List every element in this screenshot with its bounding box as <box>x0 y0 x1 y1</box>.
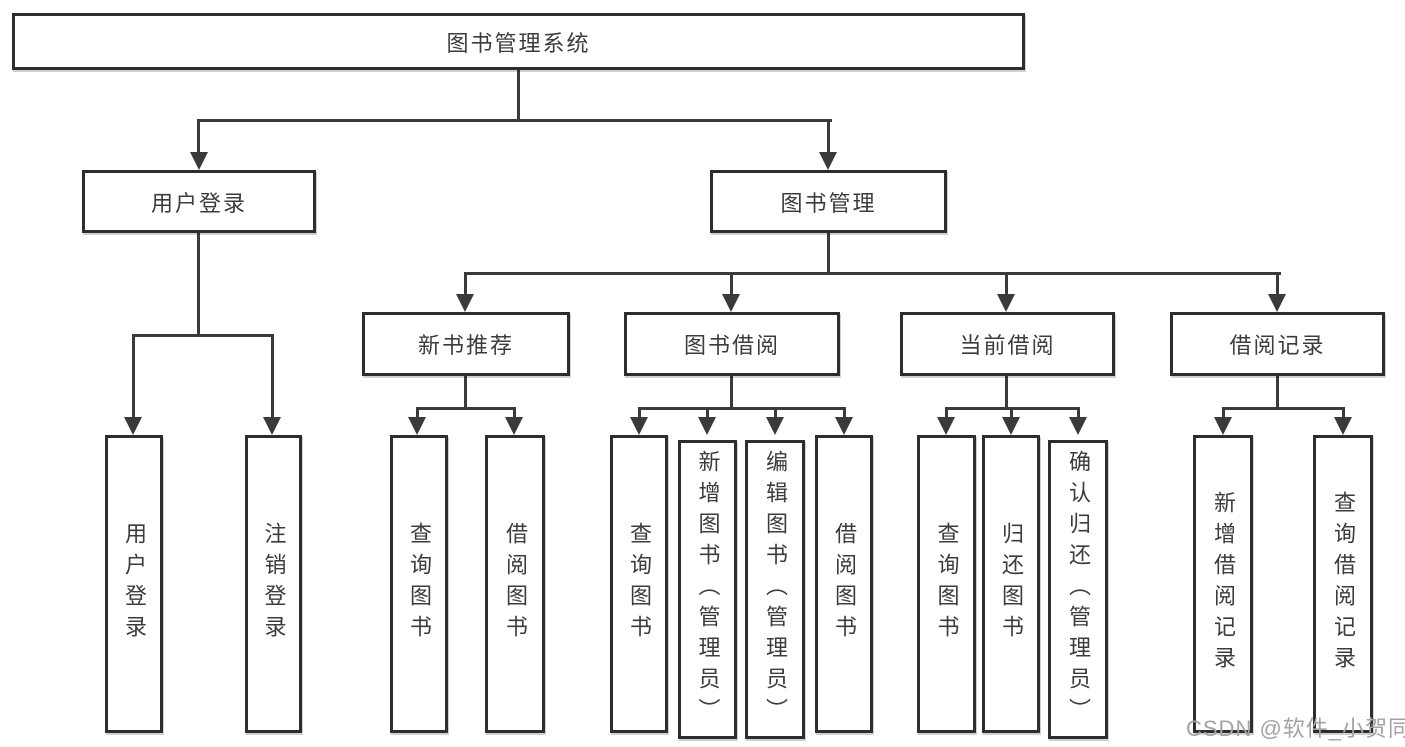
connector-line <box>1222 407 1225 419</box>
arrow-down-icon <box>835 417 853 435</box>
leaf-add-books-admin: 新增图书（管理员） <box>678 440 737 739</box>
connector-line <box>416 407 516 410</box>
connector-line <box>1276 272 1279 295</box>
arrow-down-icon <box>698 417 716 435</box>
leaf-logout: 注销登录 <box>245 435 302 733</box>
arrow-down-icon <box>937 417 955 435</box>
leaf-edit-books-admin: 编辑图书（管理员） <box>745 440 805 739</box>
leaf-query-books: 查询图书 <box>390 435 448 733</box>
connector-line <box>827 119 830 154</box>
leaf-return-books: 归还图书 <box>982 435 1040 733</box>
connector-line <box>197 119 832 122</box>
arrow-down-icon <box>456 294 474 312</box>
connector-line <box>197 119 200 154</box>
connector-line <box>843 407 846 419</box>
leaf-user-login: 用户登录 <box>105 435 163 733</box>
connector-line <box>197 233 200 336</box>
arrow-down-icon <box>1069 417 1087 435</box>
arrow-down-icon <box>190 152 208 170</box>
leaf-query-borrow-record: 查询借阅记录 <box>1313 435 1373 733</box>
connector-line <box>464 376 467 409</box>
arrow-down-icon <box>505 417 523 435</box>
connector-line <box>132 334 273 337</box>
connector-line <box>132 334 135 418</box>
connector-line <box>464 272 1281 275</box>
leaf-add-borrow-record: 新增借阅记录 <box>1193 435 1253 733</box>
connector-line <box>638 407 846 410</box>
connector-line <box>730 376 733 409</box>
connector-line <box>706 407 709 419</box>
arrow-down-icon <box>722 294 740 312</box>
arrow-down-icon <box>997 294 1015 312</box>
connector-line <box>517 70 520 120</box>
connector-line <box>1077 407 1080 419</box>
node-current-borrowing: 当前借阅 <box>900 312 1115 376</box>
leaf-borrow-books: 借阅图书 <box>485 435 545 733</box>
connector-line <box>774 407 777 419</box>
arrow-down-icon <box>408 417 426 435</box>
arrow-down-icon <box>630 417 648 435</box>
node-book-borrowing: 图书借阅 <box>624 312 840 376</box>
connector-line <box>1010 407 1013 419</box>
connector-line <box>464 272 467 295</box>
arrow-down-icon <box>1268 294 1286 312</box>
connector-line <box>730 272 733 295</box>
node-new-book-recommend: 新书推荐 <box>362 312 570 376</box>
connector-line <box>1342 407 1345 419</box>
leaf-confirm-return-admin: 确认归还（管理员） <box>1048 440 1108 739</box>
connector-line <box>1222 407 1345 410</box>
connector-line <box>271 334 274 418</box>
node-borrow-records: 借阅记录 <box>1170 312 1385 376</box>
connector-line <box>1276 376 1279 409</box>
node-library-management-system: 图书管理系统 <box>12 13 1025 70</box>
arrow-down-icon <box>819 152 837 170</box>
arrow-down-icon <box>766 417 784 435</box>
csdn-watermark: CSDN @软件_小贺同学 <box>1186 716 1405 741</box>
connector-line <box>513 407 516 419</box>
connector-line <box>827 233 830 274</box>
arrow-down-icon <box>1002 417 1020 435</box>
arrow-down-icon <box>1214 417 1232 435</box>
arrow-down-icon <box>1334 417 1352 435</box>
connector-line <box>638 407 641 419</box>
connector-line <box>945 407 948 419</box>
leaf-query-books: 查询图书 <box>610 435 668 733</box>
node-book-management: 图书管理 <box>710 170 947 233</box>
arrow-down-icon <box>263 417 281 435</box>
connector-line <box>416 407 419 419</box>
node-user-login: 用户登录 <box>82 170 316 233</box>
leaf-borrow-books: 借阅图书 <box>815 435 873 733</box>
connector-line <box>1005 272 1008 295</box>
arrow-down-icon <box>124 417 142 435</box>
leaf-query-books: 查询图书 <box>917 435 976 733</box>
connector-line <box>1005 376 1008 409</box>
